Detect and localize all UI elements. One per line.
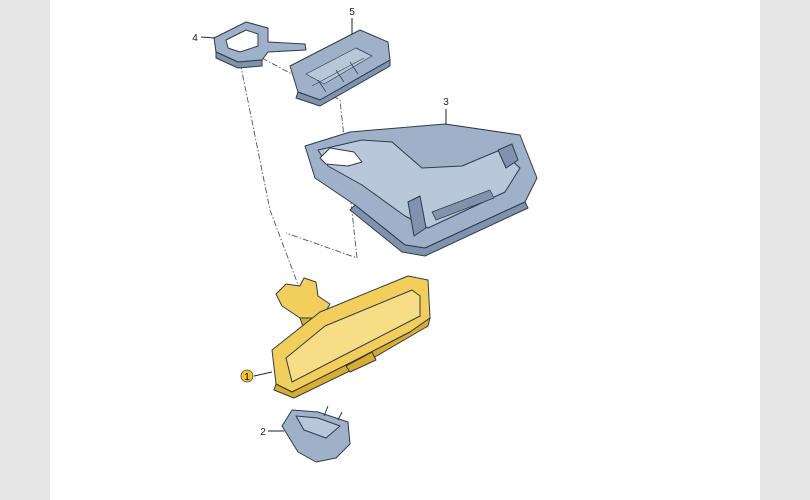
part-3-housing [304, 123, 538, 257]
callout-2: 2 [260, 427, 284, 438]
right-margin-strip [760, 0, 810, 500]
part-4-bracket [213, 21, 307, 69]
callout-5: 5 [349, 7, 355, 34]
callout-3-number: 3 [443, 97, 449, 108]
callout-2-number: 2 [260, 427, 266, 438]
left-margin-strip [0, 0, 50, 500]
callout-3: 3 [443, 97, 449, 124]
callout-4-number: 4 [192, 33, 198, 44]
callouts: 1 2 3 4 5 [192, 7, 449, 438]
callout-1: 1 [240, 369, 273, 383]
callout-1-number: 1 [244, 372, 250, 383]
callout-4: 4 [192, 33, 216, 44]
callout-5-number: 5 [349, 7, 355, 18]
diagram-canvas: 1 2 3 4 5 [50, 0, 760, 500]
parts-diagram: 1 2 3 4 5 [192, 7, 538, 463]
assembly-line-cross [261, 57, 358, 259]
assembly-line-left [237, 51, 301, 291]
assembly-lines [237, 51, 358, 291]
part-5-cover-plate [289, 29, 391, 107]
part-1-mirror [271, 275, 431, 399]
callout-1-marker [240, 369, 254, 383]
part-2-lower-cover [281, 405, 351, 463]
